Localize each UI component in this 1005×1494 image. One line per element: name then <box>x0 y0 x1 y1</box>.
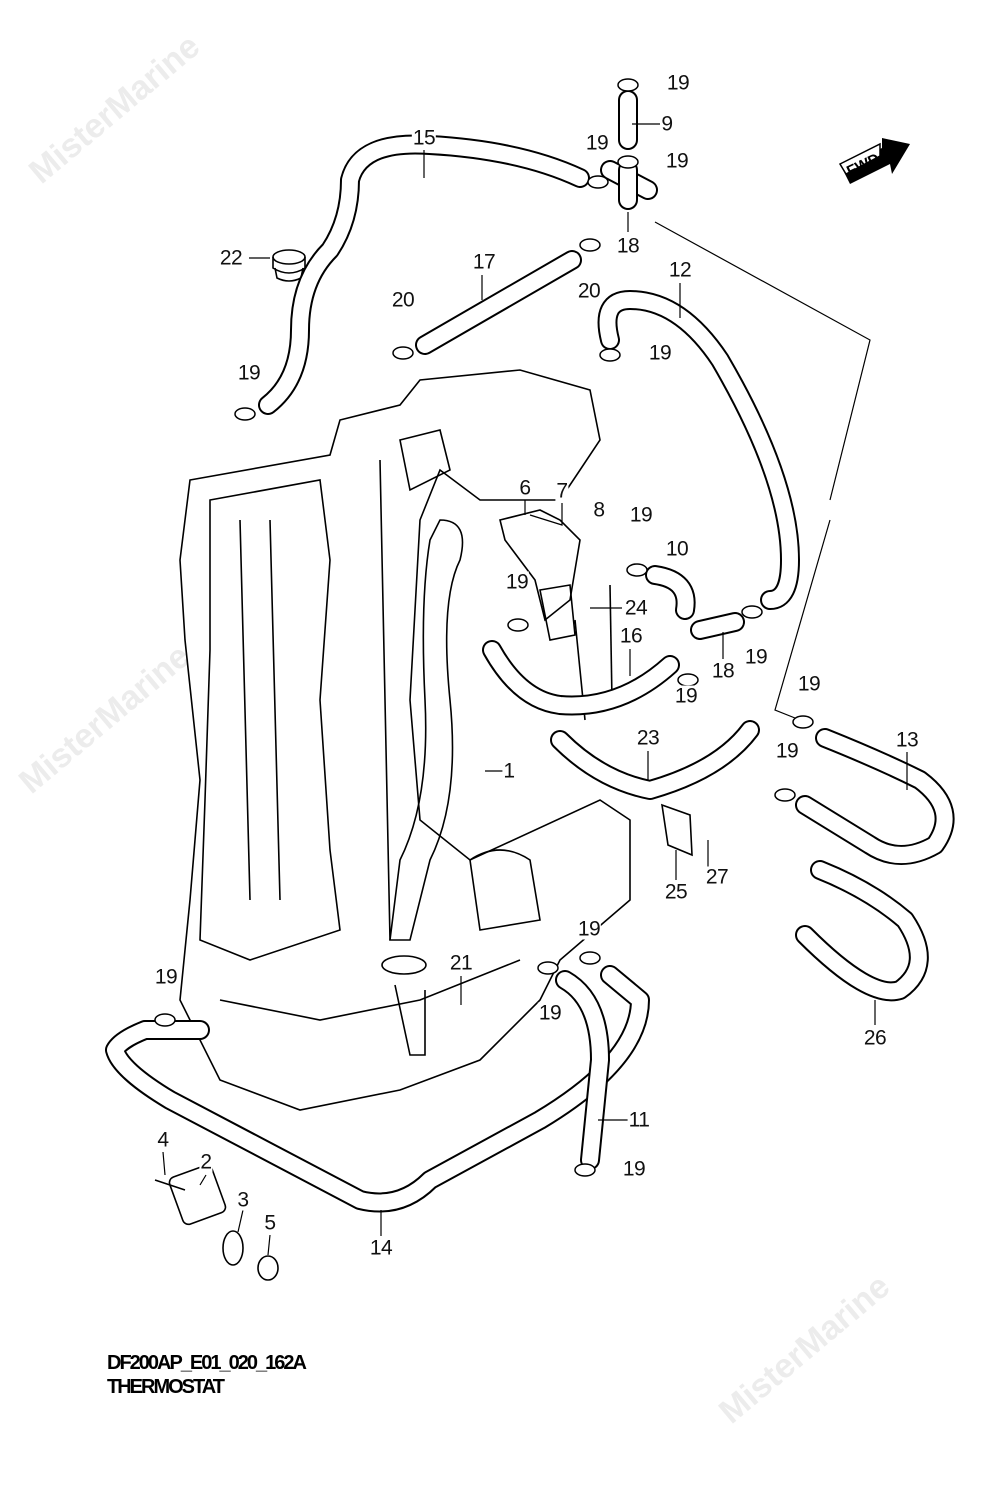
part-callout-24[interactable]: 24 <box>623 596 649 620</box>
part-callout-8[interactable]: 8 <box>592 498 606 522</box>
part-callout-19[interactable]: 19 <box>673 684 699 708</box>
hose-body <box>599 292 798 608</box>
hose-body <box>484 642 678 714</box>
hose-clamp-icon <box>537 961 559 975</box>
engine-block-outline <box>154 249 693 1281</box>
part-callout-20[interactable]: 20 <box>390 288 416 312</box>
part-callout-18[interactable]: 18 <box>710 659 736 683</box>
part-callout-17[interactable]: 17 <box>471 250 497 274</box>
part-callout-23[interactable]: 23 <box>635 726 661 750</box>
part-callout-1[interactable]: 1 <box>502 759 516 783</box>
hose-body <box>417 252 580 353</box>
part-callout-9[interactable]: 9 <box>660 112 674 136</box>
hose-clamp-icon <box>626 563 648 577</box>
hose-body <box>647 567 694 618</box>
hose-body <box>797 730 953 863</box>
hose-clamp-icon <box>392 346 414 360</box>
part-callout-6[interactable]: 6 <box>518 476 532 500</box>
part-callout-16[interactable]: 16 <box>618 624 644 648</box>
part-callout-19[interactable]: 19 <box>743 645 769 669</box>
part-callout-11[interactable]: 11 <box>627 1108 651 1132</box>
part-callout-15[interactable]: 15 <box>411 126 437 150</box>
hose-body <box>557 972 608 1168</box>
part-callout-27[interactable]: 27 <box>704 865 730 889</box>
hose-clamp-icon <box>574 1163 596 1177</box>
part-callout-19[interactable]: 19 <box>796 672 822 696</box>
hose-clamp-icon <box>579 238 601 252</box>
part-callout-13[interactable]: 13 <box>894 728 920 752</box>
hose-body <box>260 136 588 413</box>
hose-clamp-icon <box>154 1013 176 1027</box>
part-callout-4[interactable]: 4 <box>156 1128 170 1152</box>
hose-body <box>692 614 743 638</box>
part-callout-21[interactable]: 21 <box>448 951 474 975</box>
part-callout-5[interactable]: 5 <box>263 1211 277 1235</box>
part-callout-19[interactable]: 19 <box>504 570 530 594</box>
hose-clamp-icon <box>617 155 639 169</box>
part-callout-19[interactable]: 19 <box>153 965 179 989</box>
part-callout-19[interactable]: 19 <box>647 341 673 365</box>
hose-body <box>107 967 648 1211</box>
part-callout-19[interactable]: 19 <box>628 503 654 527</box>
part-callout-22[interactable]: 22 <box>218 246 244 270</box>
hose-body <box>797 862 927 1000</box>
part-callout-26[interactable]: 26 <box>862 1026 888 1050</box>
hose-clamp-icon <box>741 605 763 619</box>
hose-clamp-icon <box>599 348 621 362</box>
forward-direction-indicator: FWD <box>838 130 918 195</box>
part-callout-3[interactable]: 3 <box>236 1188 250 1212</box>
part-callout-25[interactable]: 25 <box>663 880 689 904</box>
part-callout-20[interactable]: 20 <box>576 279 602 303</box>
hose-clamp-icon <box>507 618 529 632</box>
part-callout-19[interactable]: 19 <box>621 1157 647 1181</box>
hose-clamp-icon <box>792 715 814 729</box>
hose-clamp-icon <box>617 78 639 92</box>
hose-body <box>552 722 758 798</box>
hose-clamp-icon <box>774 788 796 802</box>
part-callout-12[interactable]: 12 <box>667 258 693 282</box>
part-callout-2[interactable]: 2 <box>199 1150 213 1174</box>
part-callout-18[interactable]: 18 <box>615 234 641 258</box>
hose-clamps <box>154 78 814 1177</box>
leader-lines <box>162 123 908 1256</box>
hose-clamp-icon <box>587 175 609 189</box>
part-callout-19[interactable]: 19 <box>665 71 691 95</box>
hose-clamp-icon <box>234 407 256 421</box>
diagram-title: THERMOSTAT <box>107 1376 225 1398</box>
part-callout-19[interactable]: 19 <box>664 149 690 173</box>
part-callout-7[interactable]: 7 <box>555 479 569 503</box>
part-callout-19[interactable]: 19 <box>236 361 262 385</box>
part-callout-19[interactable]: 19 <box>576 917 602 941</box>
diagram-code: DF200AP_E01_020_162A <box>107 1352 307 1374</box>
part-callout-19[interactable]: 19 <box>774 739 800 763</box>
hoses <box>105 90 955 1213</box>
part-callout-10[interactable]: 10 <box>664 537 690 561</box>
part-callout-14[interactable]: 14 <box>368 1236 394 1260</box>
hose-clamp-icon <box>579 951 601 965</box>
part-callout-19[interactable]: 19 <box>584 131 610 155</box>
part-callout-19[interactable]: 19 <box>537 1001 563 1025</box>
